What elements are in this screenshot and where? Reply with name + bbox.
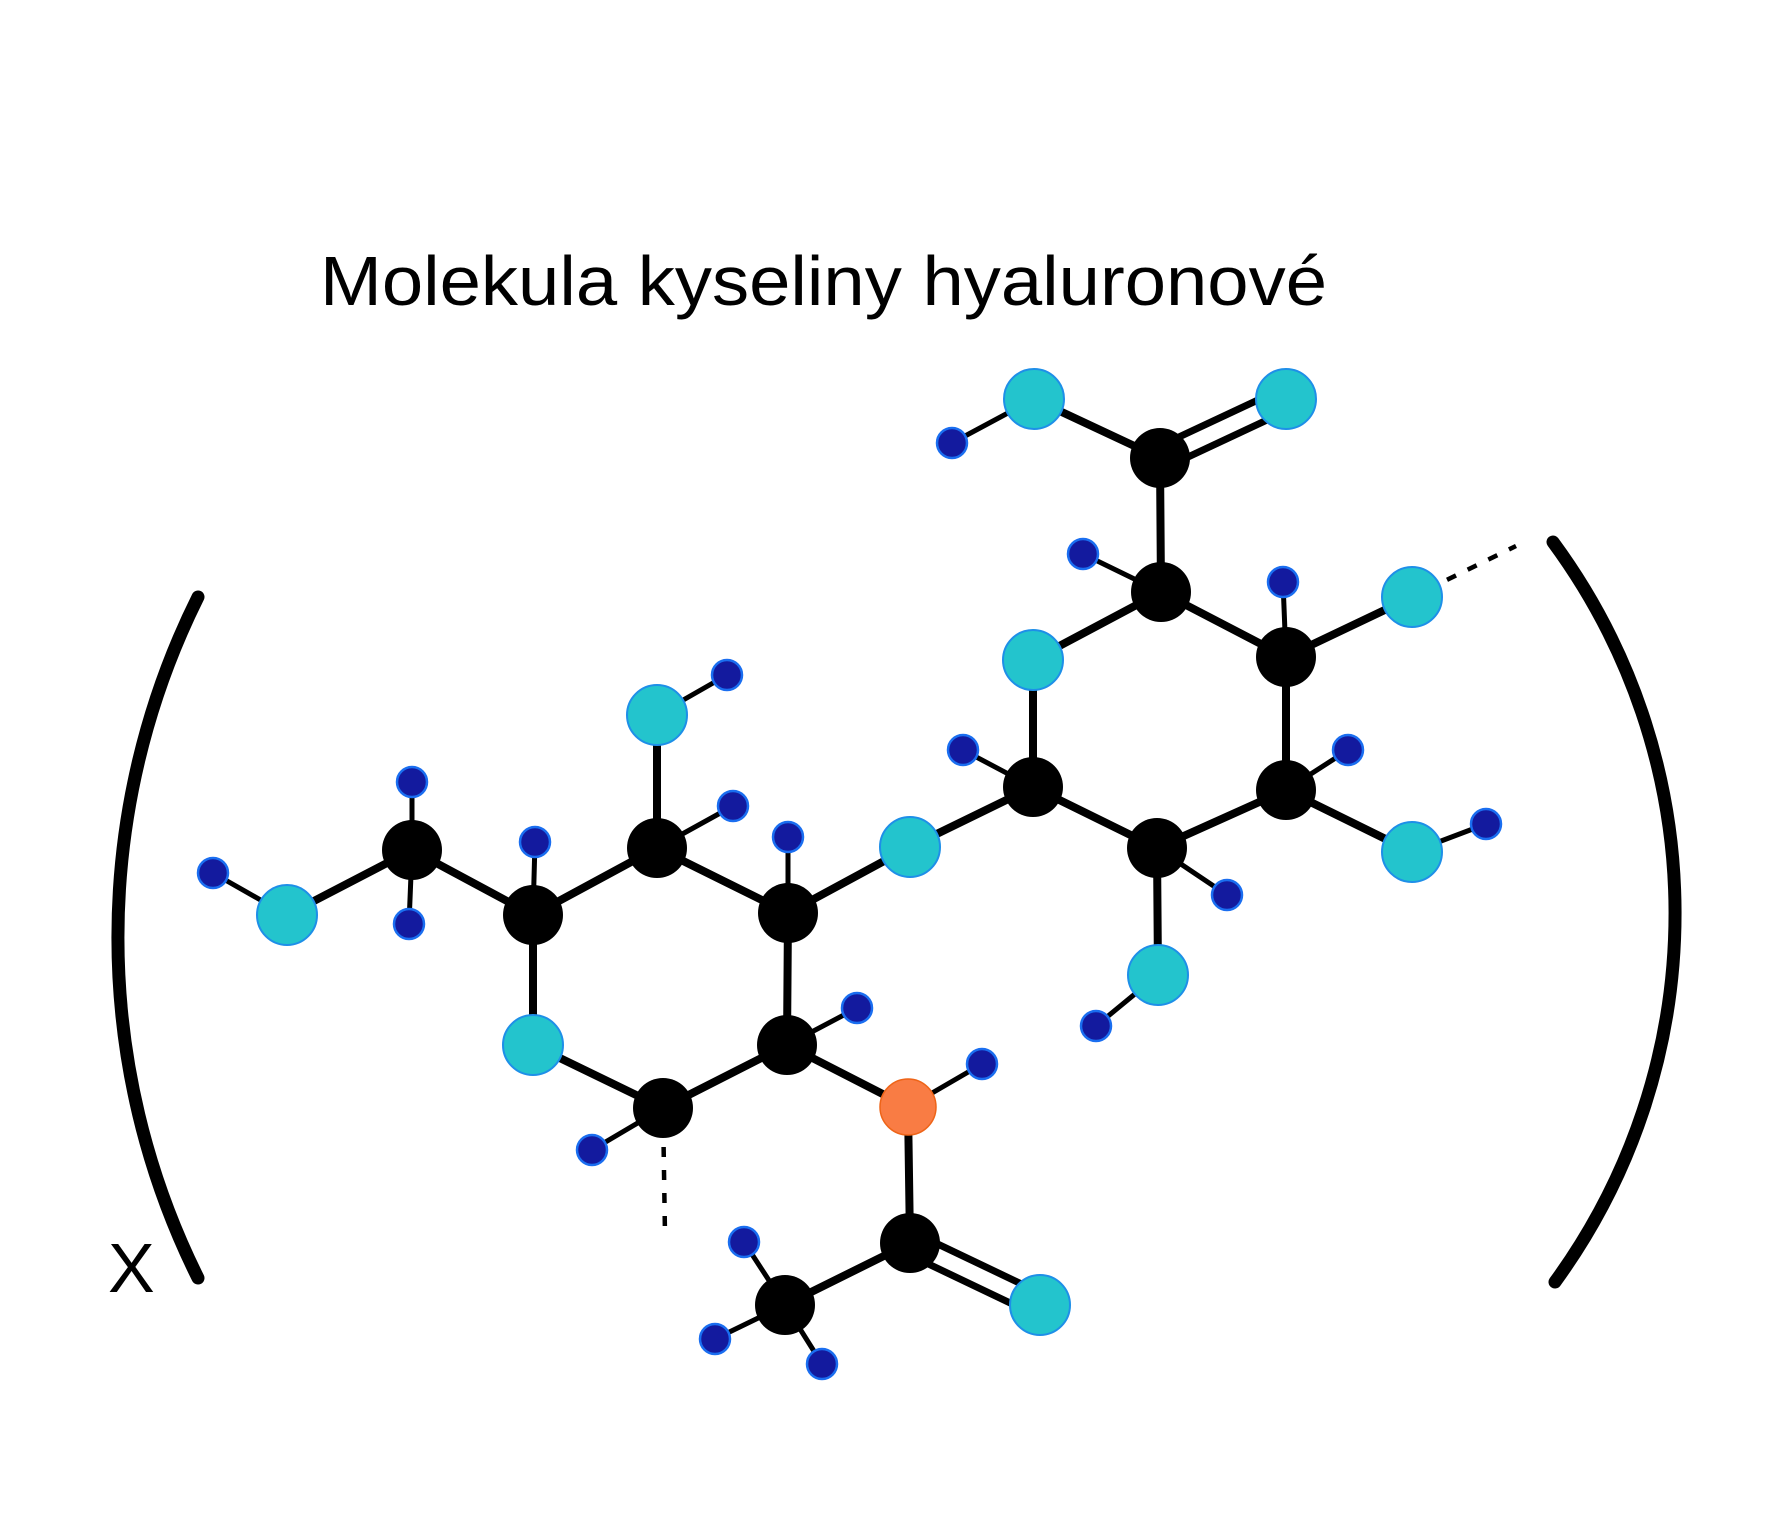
left-repeat-bracket bbox=[111, 590, 205, 1285]
oxygen-atom-O4 bbox=[1381, 566, 1443, 628]
hydrogen-atom-H4 bbox=[1331, 733, 1365, 767]
carbon-atom-C2 bbox=[1131, 562, 1191, 622]
oxygen-atom-O8 bbox=[626, 684, 688, 746]
hydrogen-atom-H8 bbox=[946, 733, 980, 767]
hydrogen-atom-H2 bbox=[1066, 537, 1100, 571]
oxygen-atom-O3 bbox=[1002, 629, 1064, 691]
molecule-graph bbox=[196, 368, 1517, 1381]
hydrogen-atom-H20 bbox=[698, 1322, 732, 1356]
carbon-atom-C8 bbox=[627, 818, 687, 878]
right-repeat-bracket bbox=[1546, 535, 1682, 1289]
repeat-count-label: X bbox=[108, 1229, 155, 1307]
hydrogen-atom-H11 bbox=[710, 658, 744, 692]
carbon-atom-C14 bbox=[755, 1275, 815, 1335]
carbon-atom-C13 bbox=[880, 1213, 940, 1273]
carbon-atom-C4 bbox=[1256, 760, 1316, 820]
hydrogen-atom-H19 bbox=[727, 1225, 761, 1259]
oxygen-atom-O9 bbox=[256, 884, 318, 946]
oxygen-atom-O7 bbox=[879, 816, 941, 878]
hydrogen-atom-H18 bbox=[965, 1047, 999, 1081]
carbon-atom-C11 bbox=[757, 1015, 817, 1075]
carbon-atom-C12 bbox=[633, 1078, 693, 1138]
hydrogen-atom-H3 bbox=[1266, 565, 1300, 599]
carbon-atom-C3 bbox=[1256, 627, 1316, 687]
hydrogen-atom-H5 bbox=[1469, 807, 1503, 841]
atoms bbox=[196, 368, 1503, 1381]
oxygen-atom-O11 bbox=[1009, 1274, 1071, 1336]
hydrogen-atom-H10 bbox=[716, 789, 750, 823]
hydrogen-atom-H1 bbox=[935, 426, 969, 460]
oxygen-atom-O1 bbox=[1003, 368, 1065, 430]
hydrogen-atom-H12 bbox=[518, 825, 552, 859]
oxygen-atom-O10 bbox=[502, 1014, 564, 1076]
hydrogen-atom-H16 bbox=[840, 991, 874, 1025]
hydrogen-atom-H17 bbox=[575, 1133, 609, 1167]
hydrogen-atom-H9 bbox=[771, 820, 805, 854]
hydrogen-atom-H13 bbox=[395, 765, 429, 799]
hydrogen-atom-H15 bbox=[196, 856, 230, 890]
oxygen-atom-O5 bbox=[1381, 821, 1443, 883]
oxygen-atom-O6 bbox=[1127, 944, 1189, 1006]
figure-title: Molekula kyseliny hyaluronové bbox=[320, 242, 1327, 320]
carbon-atom-C6 bbox=[1003, 757, 1063, 817]
hydrogen-atom-H21 bbox=[805, 1347, 839, 1381]
carbon-atom-C5 bbox=[1127, 818, 1187, 878]
nitrogen-atom-N1 bbox=[879, 1078, 937, 1136]
hydrogen-atom-H14 bbox=[392, 907, 426, 941]
hydrogen-atom-H6 bbox=[1210, 878, 1244, 912]
hydrogen-atom-H7 bbox=[1079, 1009, 1113, 1043]
carbon-atom-C7 bbox=[758, 883, 818, 943]
oxygen-atom-O2 bbox=[1255, 368, 1317, 430]
carbon-atom-C10 bbox=[382, 820, 442, 880]
carbon-atom-C9 bbox=[503, 885, 563, 945]
carbon-atom-C1 bbox=[1130, 428, 1190, 488]
